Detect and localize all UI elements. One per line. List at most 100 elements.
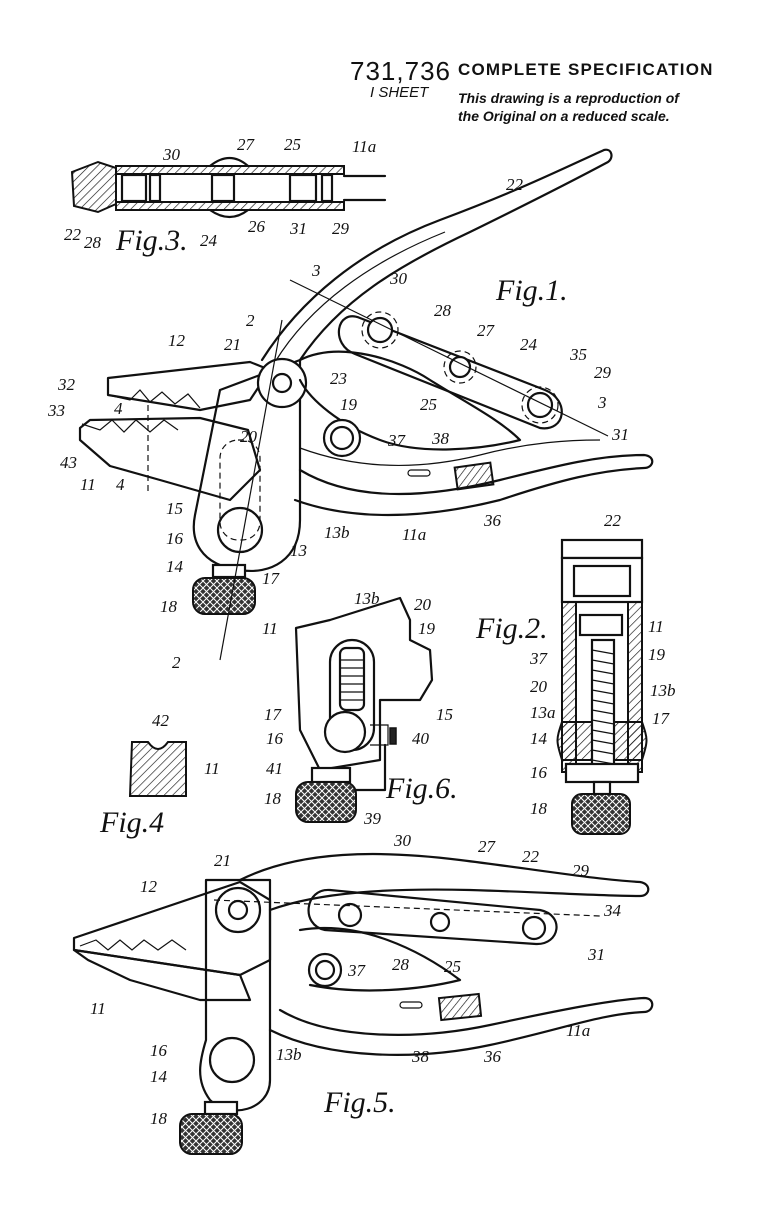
ref-label: 15 <box>436 705 453 724</box>
ref-label: 41 <box>266 759 283 778</box>
ref-label: 28 <box>84 233 102 252</box>
ref-label: 24 <box>520 335 538 354</box>
fig6-detail-view <box>294 596 434 823</box>
ref-label: 16 <box>166 529 184 548</box>
ref-label: 11 <box>90 999 106 1018</box>
ref-label: 3 <box>311 261 321 280</box>
ref-label: 18 <box>264 789 282 808</box>
fig1-title: Fig.1. <box>495 274 568 307</box>
ref-label: 14 <box>166 557 184 576</box>
ref-label: 40 <box>412 729 430 748</box>
ref-label: 11 <box>648 617 664 636</box>
ref-label: 31 <box>611 425 629 444</box>
ref-label: 17 <box>264 705 283 724</box>
ref-label: 23 <box>330 369 347 388</box>
ref-label: 17 <box>262 569 281 588</box>
ref-label: 42 <box>152 711 170 730</box>
ref-label: 26 <box>248 217 266 236</box>
ref-label: 22 <box>506 175 524 194</box>
reproduction-note-line2: the Original on a reduced scale. <box>458 108 670 124</box>
ref-label: 28 <box>434 301 452 320</box>
ref-label: 15 <box>166 499 183 518</box>
ref-label: 36 <box>483 1047 502 1066</box>
ref-label: 12 <box>140 877 158 896</box>
ref-label: 13b <box>354 589 380 608</box>
ref-label: 37 <box>347 961 367 980</box>
ref-label: 36 <box>483 511 502 530</box>
ref-label: 25 <box>284 135 301 154</box>
ref-label: 30 <box>393 831 412 850</box>
ref-label: 29 <box>332 219 350 238</box>
ref-label: 39 <box>363 809 382 828</box>
ref-label: 22 <box>522 847 540 866</box>
ref-label: 24 <box>200 231 218 250</box>
ref-label: 25 <box>444 957 461 976</box>
sheet-count: I SHEET <box>370 84 429 101</box>
ref-label: 43 <box>60 453 77 472</box>
ref-label: 22 <box>64 225 82 244</box>
ref-label: 2 <box>172 653 181 672</box>
ref-label: 20 <box>414 595 432 614</box>
ref-label: 22 <box>604 511 622 530</box>
reproduction-note-line1: This drawing is a reproduction of <box>458 90 679 106</box>
fig5-labels: 30 27 22 29 21 12 34 28 37 25 31 11 16 1… <box>90 831 622 1128</box>
fig6-labels: 13b 20 11 19 17 15 16 40 41 18 39 <box>262 589 453 828</box>
ref-label: 29 <box>594 363 612 382</box>
patent-number: 731,736 <box>350 56 451 86</box>
ref-label: 13b <box>650 681 676 700</box>
fig6-title: Fig.6. <box>385 772 458 805</box>
ref-label: 13 <box>290 541 307 560</box>
ref-label: 12 <box>168 331 186 350</box>
ref-label: 38 <box>431 429 450 448</box>
fig4-section-view <box>128 741 187 797</box>
ref-label: 38 <box>411 1047 430 1066</box>
ref-label: 35 <box>569 345 587 364</box>
ref-label: 16 <box>150 1041 168 1060</box>
ref-label: 32 <box>57 375 76 394</box>
specification-title: COMPLETE SPECIFICATION <box>458 60 714 79</box>
fig5-title: Fig.5. <box>323 1086 396 1119</box>
ref-label: 21 <box>214 851 231 870</box>
fig2-section-view <box>556 538 648 835</box>
ref-label: 34 <box>603 901 622 920</box>
ref-label: 28 <box>392 955 410 974</box>
ref-label: 19 <box>340 395 358 414</box>
ref-label: 11a <box>352 137 376 156</box>
ref-label: 11 <box>204 759 220 778</box>
ref-label: 20 <box>530 677 548 696</box>
fig5-tool-view <box>72 852 654 1155</box>
ref-label: 37 <box>387 431 407 450</box>
ref-label: 16 <box>530 763 548 782</box>
ref-label: 20 <box>240 427 258 446</box>
fig4-labels: 42 11 <box>152 711 220 778</box>
fig1-tool-side-view <box>78 148 654 661</box>
fig3-labels: 30 27 25 11a 22 28 24 26 31 29 <box>64 135 376 252</box>
ref-label: 4 <box>116 475 125 494</box>
ref-label: 37 <box>529 649 549 668</box>
ref-label: 4 <box>114 399 123 418</box>
ref-label: 21 <box>224 335 241 354</box>
fig3-title: Fig.3. <box>115 224 188 257</box>
fig1-labels: 22 3 30 28 27 24 35 29 3 31 2 12 21 23 3… <box>47 175 629 672</box>
ref-label: 18 <box>530 799 548 818</box>
ref-label: 13a <box>530 703 556 722</box>
ref-label: 16 <box>266 729 284 748</box>
ref-label: 31 <box>587 945 605 964</box>
ref-label: 14 <box>150 1067 168 1086</box>
ref-label: 2 <box>246 311 255 330</box>
ref-label: 11 <box>80 475 96 494</box>
ref-label: 18 <box>150 1109 168 1128</box>
ref-label: 30 <box>389 269 408 288</box>
ref-label: 14 <box>530 729 548 748</box>
ref-label: 17 <box>652 709 671 728</box>
ref-label: 33 <box>47 401 65 420</box>
ref-label: 11 <box>262 619 278 638</box>
ref-label: 30 <box>162 145 181 164</box>
ref-label: 3 <box>597 393 607 412</box>
ref-label: 29 <box>572 861 590 880</box>
ref-label: 11a <box>566 1021 590 1040</box>
ref-label: 31 <box>289 219 307 238</box>
fig4-title: Fig.4 <box>99 806 164 839</box>
